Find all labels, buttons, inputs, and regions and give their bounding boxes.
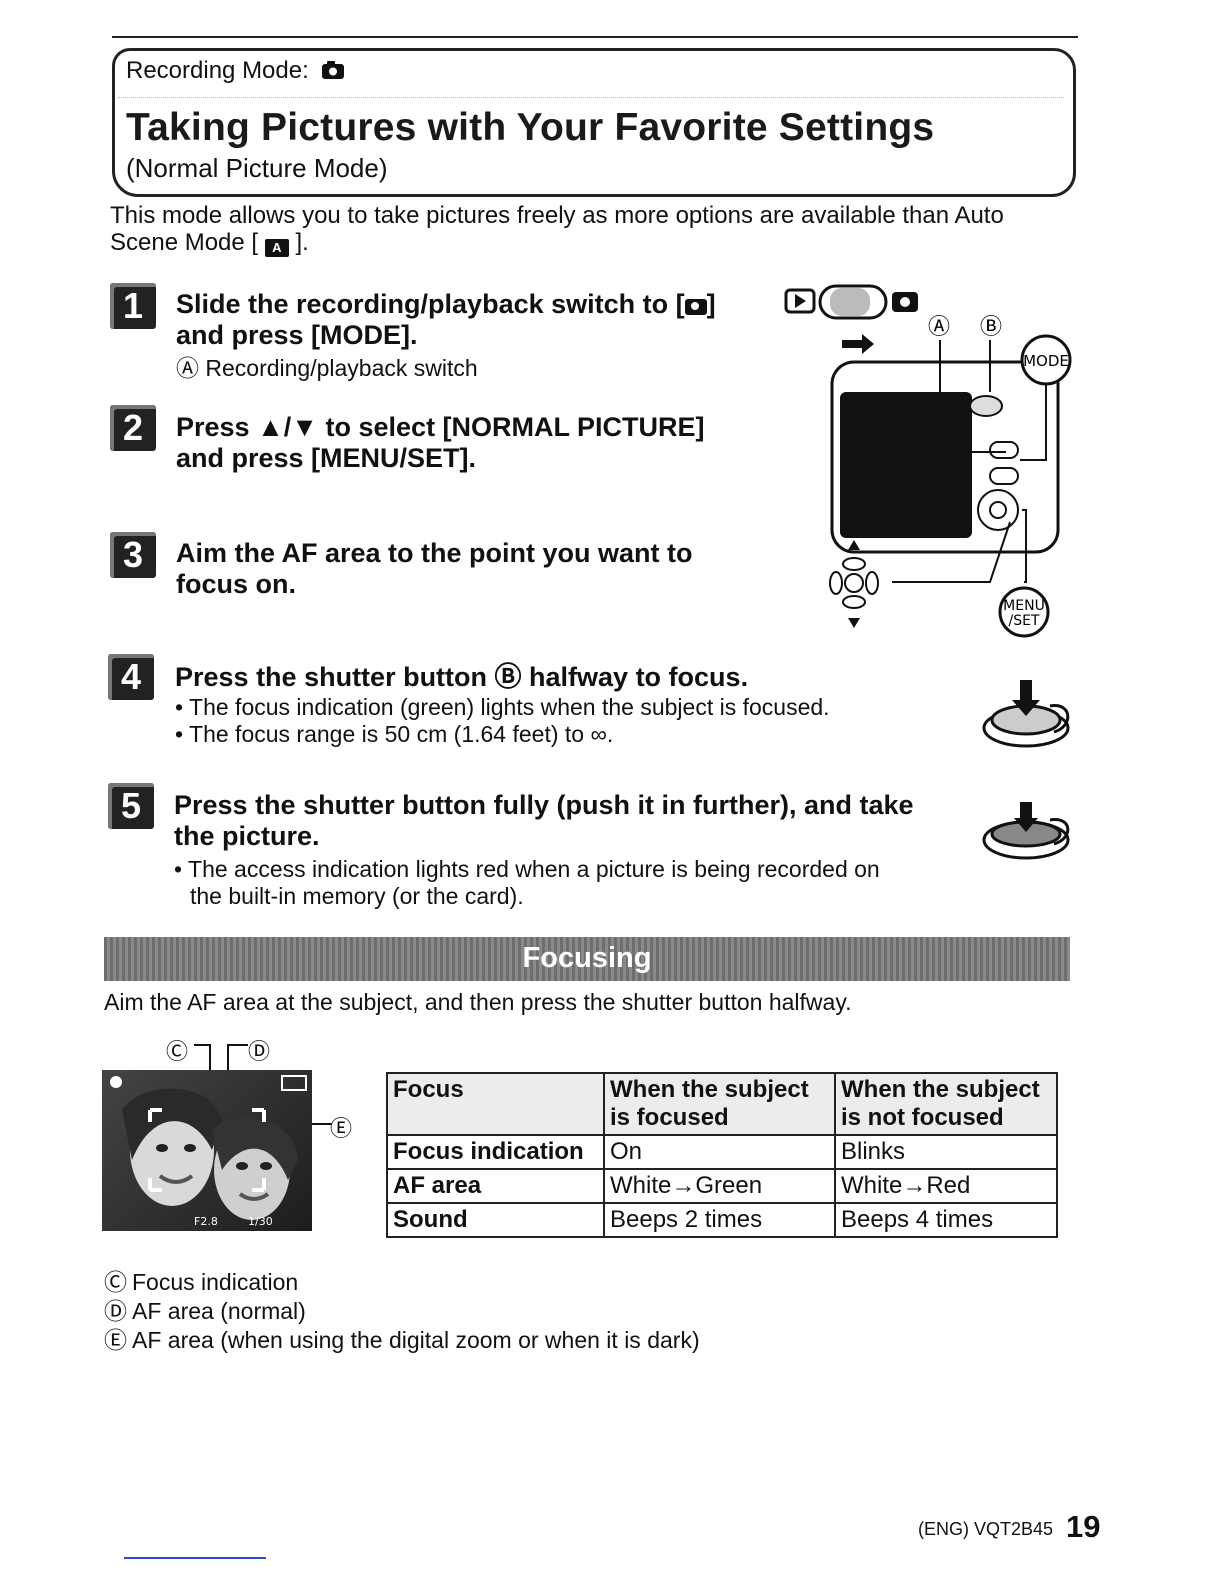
top-rule: [112, 36, 1078, 38]
table-header-cell: When the subject is focused: [603, 1072, 836, 1136]
shutter-full-press-icon: [982, 802, 1070, 860]
step-5-bullet-1: • The access indication lights red when …: [174, 856, 880, 882]
table-cell: White→Red: [834, 1168, 1058, 1204]
auto-scene-icon: A: [264, 239, 289, 257]
table-header-cell: Focus: [386, 1072, 605, 1136]
svg-text:Ⓑ: Ⓑ: [980, 315, 1002, 340]
step-5-number: 5: [108, 783, 154, 829]
step-4-heading: Press the shutter button Ⓑ halfway to fo…: [175, 662, 749, 692]
focusing-banner-title: Focusing: [522, 942, 652, 974]
table-cell: Sound: [386, 1202, 605, 1238]
camera-icon: [321, 59, 345, 87]
table-row: Focus indication On Blinks: [386, 1134, 1058, 1170]
step-1-note: Ⓐ Recording/playback switch: [176, 355, 478, 381]
step-3-heading: Aim the AF area to the point you want to…: [176, 538, 693, 599]
focusing-intro: Aim the AF area at the subject, and then…: [104, 989, 852, 1015]
table-cell: White→Green: [603, 1168, 836, 1204]
step-5-heading: Press the shutter button fully (push it …: [174, 790, 914, 851]
step-1-number: 1: [110, 283, 156, 329]
page-number: 19: [1066, 1509, 1101, 1544]
camera-icon: [684, 299, 707, 315]
title-divider: [118, 97, 1064, 98]
focus-table: Focus When the subject is focused When t…: [386, 1072, 1058, 1238]
step-2-number: 2: [110, 405, 156, 451]
page-subtitle: (Normal Picture Mode): [126, 153, 388, 183]
mode-button-icon: [1020, 334, 1072, 386]
lcd-screen: [840, 392, 972, 538]
label-d: Ⓓ: [248, 1039, 271, 1064]
step-4-bullet-1: • The focus indication (green) lights wh…: [175, 694, 830, 720]
table-cell: Blinks: [834, 1134, 1058, 1170]
svg-text:1/30: 1/30: [248, 1215, 273, 1228]
svg-text:MENU: MENU: [1003, 598, 1045, 614]
step-2-heading: Press ▲/▼ to select [NORMAL PICTURE] and…: [176, 412, 705, 473]
focusing-banner: Focusing: [104, 937, 1070, 981]
step-5-bullet-2: the built-in memory (or the card).: [190, 883, 524, 909]
step-4-number: 4: [108, 654, 154, 700]
footer-code: (ENG) VQT2B45: [918, 1519, 1054, 1539]
recording-playback-switch-icon: [784, 284, 918, 320]
table-header-row: Focus When the subject is focused When t…: [386, 1072, 1058, 1136]
cursor-pad-icon: [829, 540, 879, 628]
example-photo: F2.8 1/30: [102, 1070, 312, 1231]
label-c: Ⓒ: [166, 1039, 189, 1064]
page-title: Taking Pictures with Your Favorite Setti…: [126, 106, 935, 149]
step-4-bullet-2: • The focus range is 50 cm (1.64 feet) t…: [175, 721, 614, 747]
table-cell: Beeps 2 times: [603, 1202, 836, 1238]
table-row: AF area White→Green White→Red: [386, 1168, 1058, 1204]
step-1-heading: Slide the recording/playback switch to […: [176, 289, 716, 350]
table-cell: Beeps 4 times: [834, 1202, 1058, 1238]
shutter-half-press-icon: [982, 680, 1070, 748]
svg-text:Ⓐ: Ⓐ: [928, 315, 950, 340]
camera-back-diagram: Ⓐ Ⓑ MODE MENU /SET: [784, 284, 1072, 638]
table-row: Sound Beeps 2 times Beeps 4 times: [386, 1202, 1058, 1238]
title-box: [112, 48, 1076, 197]
menu-set-button-icon: [998, 586, 1050, 638]
table-header-cell: When the subject is not focused: [834, 1072, 1058, 1136]
table-cell: Focus indication: [386, 1134, 605, 1170]
svg-text:/SET: /SET: [1008, 613, 1039, 629]
table-cell: On: [603, 1134, 836, 1170]
intro-paragraph: This mode allows you to take pictures fr…: [110, 202, 1004, 257]
arrow-right-icon: [842, 334, 874, 354]
svg-text:F2.8: F2.8: [194, 1215, 218, 1228]
step-3-number: 3: [110, 532, 156, 578]
table-cell: AF area: [386, 1168, 605, 1204]
label-e: Ⓔ: [330, 1116, 353, 1141]
bottom-rule: [124, 1557, 266, 1559]
shutter-button: [969, 395, 1003, 417]
svg-text:MODE: MODE: [1023, 352, 1069, 370]
recording-mode-label: Recording Mode:: [126, 57, 345, 87]
